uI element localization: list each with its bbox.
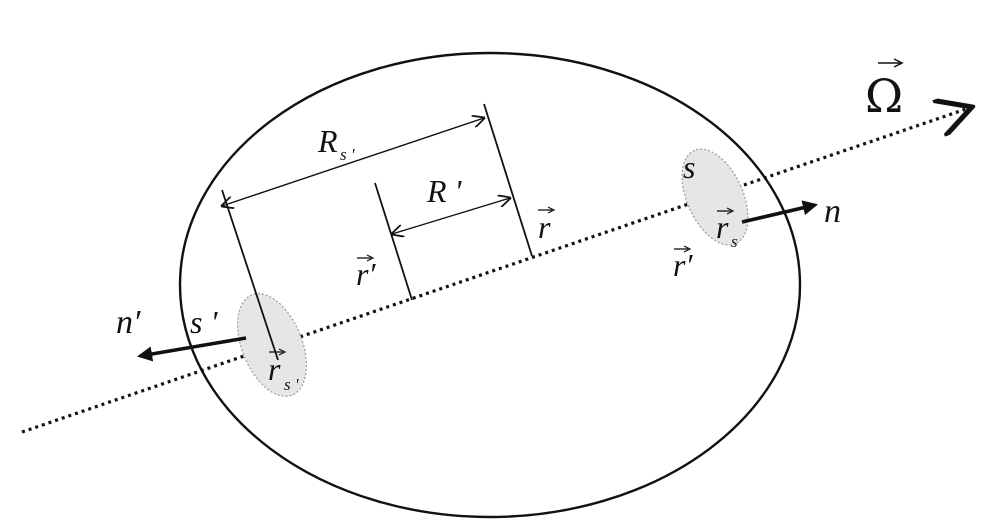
vector-arrow-icon (717, 207, 735, 215)
omega-direction-line (21, 107, 972, 434)
normal-arrow-n-prime (137, 336, 247, 362)
label-R-s-prime: R (317, 123, 338, 159)
surface-patch-s-prime (237, 293, 307, 397)
reference-line-r (483, 103, 533, 257)
label-r-s-subscript: s (731, 232, 738, 251)
label-n: n (824, 193, 841, 230)
label-r-s: r (716, 209, 729, 245)
label-r: r (538, 209, 551, 245)
omega-label: Ω (865, 69, 903, 123)
label-r-prime-center: r′ (356, 256, 376, 292)
label-r-prime-right: r′ (673, 247, 693, 283)
label-R-prime: R ' (426, 173, 463, 209)
label-s-prime: s ' (190, 304, 218, 340)
label-s: s (683, 149, 695, 185)
label-r-s-prime: r (268, 351, 281, 387)
vector-arrow-icon (357, 254, 375, 262)
label-r-s-prime-subscript: s ' (284, 375, 299, 394)
vector-arrow-icon (878, 58, 904, 68)
dimension-arrow-R-prime (392, 198, 510, 234)
body-ellipse (178, 51, 802, 519)
normal-arrow-n (741, 200, 818, 224)
label-n-prime: n′ (116, 304, 141, 341)
reference-line-s-prime (221, 189, 279, 361)
dimension-arrow-R-s-prime (222, 118, 484, 206)
reference-line-r-prime (374, 182, 413, 301)
surface-patch-s (681, 148, 749, 246)
vector-arrow-icon (538, 206, 556, 214)
label-R-s-prime-subscript: s ' (340, 145, 355, 164)
vector-arrow-icon (269, 348, 287, 356)
vector-arrow-icon (674, 245, 692, 253)
